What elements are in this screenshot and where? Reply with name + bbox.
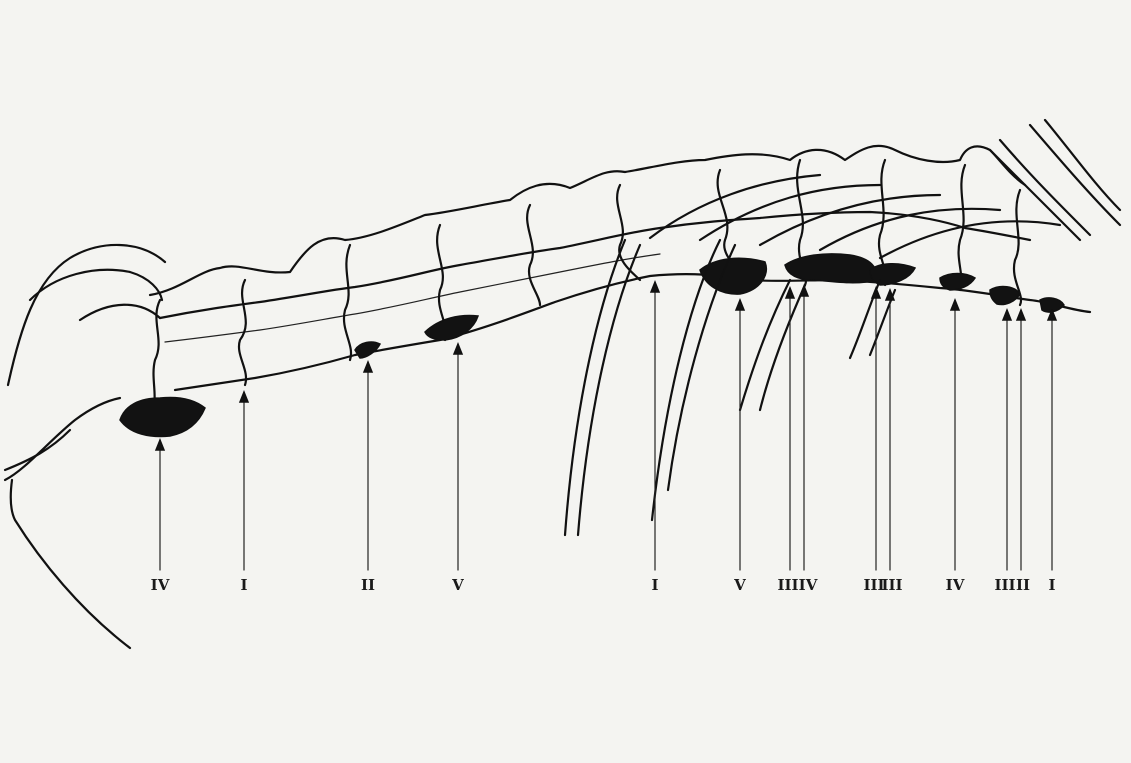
label-iv: IV	[946, 576, 965, 594]
label-i: I	[651, 576, 658, 594]
label-ii: II	[1016, 576, 1030, 594]
label-iii: III	[777, 576, 798, 594]
label-i: I	[240, 576, 247, 594]
label-v: V	[451, 576, 464, 594]
label-i: I	[1048, 576, 1055, 594]
label-ii: II	[361, 576, 375, 594]
label-iv: IV	[151, 576, 170, 594]
label-v: V	[733, 576, 746, 594]
label-iii: III	[881, 576, 902, 594]
label-iii: III	[994, 576, 1015, 594]
label-iv: IV	[799, 576, 818, 594]
